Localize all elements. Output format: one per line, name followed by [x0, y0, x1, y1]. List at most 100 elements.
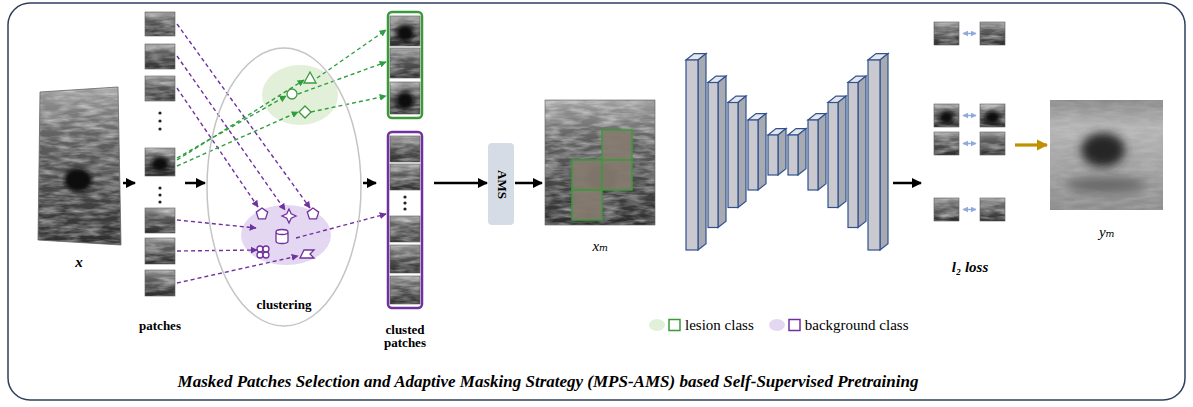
clustered-patch-boxes-part	[390, 136, 420, 162]
clustered-patch-boxes-part	[403, 201, 406, 204]
clustered-patch-boxes-part	[390, 216, 420, 242]
loss-patch-pairs-part	[980, 132, 1005, 155]
node-label: clusted patches	[377, 323, 433, 350]
patch-column-images-part	[145, 44, 175, 69]
clustered-patch-boxes-part	[390, 276, 420, 304]
clustered-patch-boxes-part	[390, 136, 420, 162]
assignment-arrows-part	[177, 80, 304, 160]
unet-network	[686, 54, 921, 250]
loss-patch-pairs-part	[963, 33, 976, 35]
clustered-patch-boxes-part	[390, 48, 420, 78]
node-label: patches	[136, 319, 184, 334]
patch-column-images	[145, 12, 175, 296]
unet-network-part	[698, 54, 706, 250]
patch-column-images-part	[145, 270, 175, 296]
loss-patch-pairs-part	[934, 104, 959, 127]
cluster-regions	[241, 65, 338, 265]
input-ultrasound	[36, 86, 124, 248]
clustered-patch-boxes-part	[390, 276, 420, 304]
patch-column-images-part	[145, 238, 175, 264]
patch-column-images-part	[145, 148, 175, 176]
unet-network-part	[748, 120, 758, 190]
patch-column-images-part	[145, 76, 175, 101]
node-label: x	[36, 254, 122, 271]
loss-patch-pairs-part	[980, 198, 1005, 221]
node-label: xₘ	[543, 238, 658, 255]
masked-ultrasound-part	[602, 160, 632, 190]
legend-item: background class	[768, 315, 909, 335]
unet-network-part	[798, 129, 806, 175]
patch-column-images-part	[145, 12, 175, 36]
patch-column-images-part	[158, 186, 161, 189]
input-ultrasound-part	[36, 86, 124, 248]
unet-network-part	[893, 182, 921, 185]
patch-column-images-part	[145, 238, 175, 264]
legend-item: lesion class	[648, 315, 754, 335]
loss-patch-pairs-part	[939, 111, 954, 124]
reconstructed-ultrasound-part	[1066, 177, 1146, 193]
clustered-patch-boxes-part	[403, 195, 406, 198]
clustered-patch-boxes-part	[390, 16, 420, 46]
clustered-patch-boxes-part	[390, 16, 420, 46]
assignment-arrows-part	[177, 112, 298, 166]
patch-column-images-part	[145, 148, 175, 176]
reconstructed-ultrasound-part	[1050, 100, 1163, 210]
clustered-patch-boxes-part	[390, 82, 420, 114]
loss-patch-pairs-part	[934, 198, 959, 221]
legend-box-sample	[669, 320, 680, 331]
output-image: yₘ	[1048, 96, 1166, 241]
loss-patch-pairs-part	[980, 22, 1005, 45]
clustered-patch-boxes-part	[390, 82, 420, 114]
legend-label: background class	[805, 317, 909, 334]
clustered-patch-boxes	[388, 12, 422, 308]
clustered-patch-boxes-part	[390, 136, 420, 162]
unet-network-part	[758, 114, 766, 190]
unet-network-part	[858, 76, 866, 227]
unet-network-part	[768, 135, 778, 175]
masked-ultrasound-part	[572, 160, 602, 190]
clustered-patch-boxes-part	[390, 276, 420, 304]
clustered-patch-boxes-part	[390, 48, 420, 78]
clustered-patch-boxes-part	[390, 164, 420, 190]
unet-network-part	[808, 120, 818, 190]
cluster-regions-part	[300, 250, 314, 258]
assignment-arrows-part	[177, 96, 286, 158]
loss-patch-pairs-part	[980, 22, 1005, 45]
loss-patch-pairs-part	[980, 104, 1005, 127]
node-label: AMS	[494, 170, 509, 199]
assignment-arrows-part	[296, 214, 386, 238]
cluster-regions-part	[262, 65, 338, 125]
masked-ultrasound	[545, 100, 655, 225]
patch-column-images-part	[145, 270, 175, 296]
patch-column-images-part	[158, 193, 161, 196]
clustered-patch-boxes-part	[388, 132, 422, 308]
clustered-patch-boxes-part	[403, 207, 406, 210]
input-ultrasound-part-part	[36, 86, 124, 248]
node-label: l₂ loss	[926, 259, 1014, 276]
clustered-patch-boxes-part	[390, 82, 420, 114]
patch-column-images-part	[145, 44, 175, 69]
assignment-arrows-part	[177, 220, 256, 228]
masked-ultrasound-part	[602, 130, 632, 160]
cluster-regions-part	[287, 89, 297, 99]
clustered-patch-boxes-part	[390, 164, 420, 190]
clustering-circle: clustering	[206, 47, 362, 327]
loss-patch-pairs-part	[934, 132, 959, 155]
flow-arrow	[185, 182, 205, 185]
patch-column-images-part	[158, 111, 161, 114]
clustering-outline	[206, 47, 362, 327]
legend-box-sample	[789, 320, 800, 331]
unet-network-part	[868, 60, 880, 250]
unet-network-part	[738, 96, 746, 207]
patch-column-images-part	[145, 270, 175, 296]
patch-column-images-part	[145, 44, 175, 69]
loss-patch-pairs-part	[980, 104, 1005, 127]
loss-patch-pairs-part	[934, 198, 959, 221]
cluster-regions-part	[257, 246, 263, 252]
patch-column-images-part	[145, 208, 175, 233]
legend-swatch	[649, 319, 665, 331]
clustered-patch-boxes-part	[390, 216, 420, 242]
input-ultrasound-part-part	[64, 168, 92, 192]
clustering-outline-shape	[207, 48, 361, 326]
